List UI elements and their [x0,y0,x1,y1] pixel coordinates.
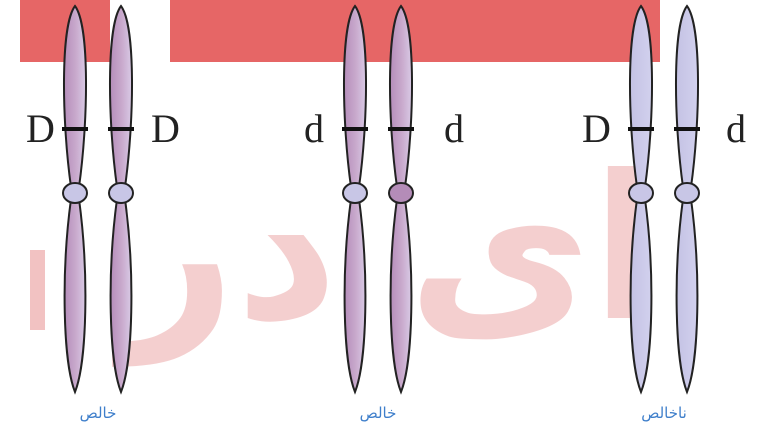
gene-locus-band-pair2-left [342,127,368,131]
gene-locus-band-pair1-left [62,127,88,131]
centromere-pair1-left [63,183,87,203]
allele-label-pair1-left: D [26,106,55,151]
chromatid-upper-arm-pair3-right [676,6,698,187]
watermark-stroke [30,250,45,330]
chromatid-upper-arm-pair3-left [630,6,652,187]
allele-label-pair3-right: d [726,106,746,151]
chromosome-pair-1 [62,6,134,392]
watermark-bar-right [170,0,660,62]
centromere-pair2-right [389,183,413,203]
gene-locus-band-pair3-right [674,127,700,131]
chromatid-lower-arm-pair2-right [391,199,412,392]
caption-pair2: خالص [360,404,397,422]
watermark-text: ای در [111,133,659,367]
allele-label-pair2-left: d [304,106,324,151]
centromere-pair3-right [675,183,699,203]
allele-label-pair1-right: D [151,106,180,151]
gene-locus-band-pair1-right [108,127,134,131]
chromatid-lower-arm-pair1-right [111,199,132,392]
chromatid-lower-arm-pair1-left [65,199,86,392]
chromatid-upper-arm-pair1-right [110,6,132,187]
centromere-pair1-right [109,183,133,203]
chromatid-upper-arm-pair2-right [390,6,412,187]
allele-label-pair2-right: d [444,106,464,151]
chromatid-upper-arm-pair2-left [344,6,366,187]
centromere-pair3-left [629,183,653,203]
chromosome-pair-3 [628,6,700,392]
caption-pair1: خالص [80,404,117,422]
caption-pair3: ناخالص [641,404,687,422]
gene-locus-band-pair2-right [388,127,414,131]
chromatid-lower-arm-pair2-left [345,199,366,392]
centromere-pair2-left [343,183,367,203]
gene-locus-band-pair3-left [628,127,654,131]
allele-label-pair3-left: D [582,106,611,151]
chromatid-lower-arm-pair3-left [631,199,652,392]
chromatid-lower-arm-pair3-right [677,199,698,392]
chromatid-upper-arm-pair1-left [64,6,86,187]
